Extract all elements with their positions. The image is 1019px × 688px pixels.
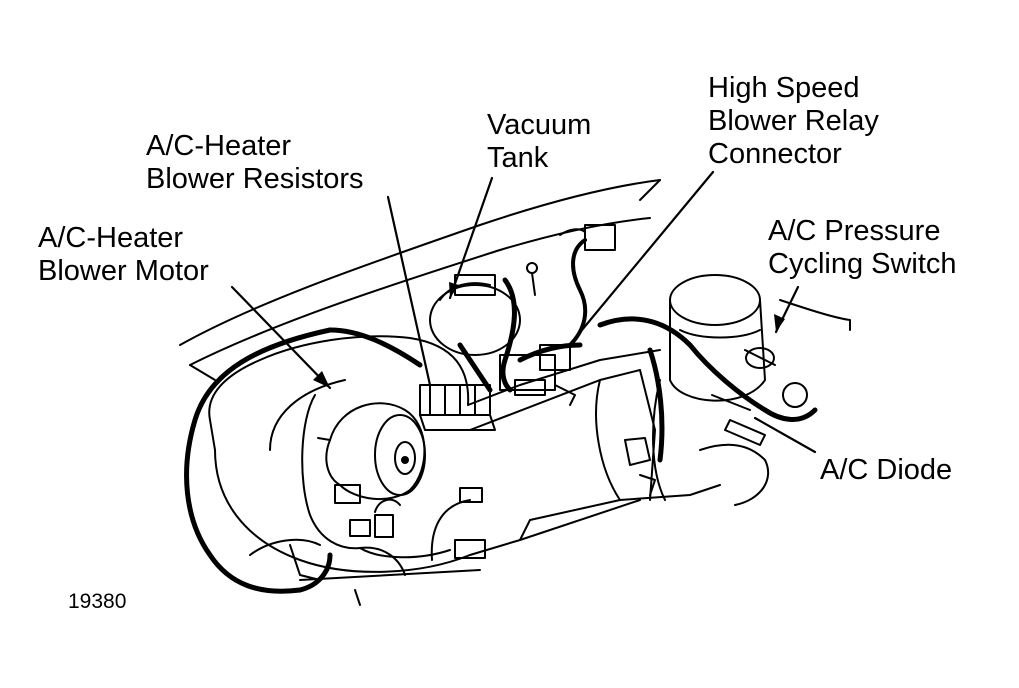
label-blower-resistors-line-1: A/C-Heater [146, 130, 292, 162]
label-blower-motor-line-1: A/C-Heater [38, 222, 184, 254]
wiring-harness-right [597, 316, 818, 463]
evaporator-case [469, 369, 770, 506]
label-blower-motor-line-2: Blower Motor [38, 255, 209, 287]
relay-connector-cluster [499, 224, 616, 406]
label-relay-connector: High Speed Blower Relay Connector [708, 72, 879, 171]
label-blower-resistors-line-2: Blower Resistors [146, 163, 364, 195]
label-pressure-switch: A/C Pressure Cycling Switch [768, 215, 957, 281]
label-vacuum-tank: Vacuum Tank [487, 109, 591, 175]
ac-diode [711, 394, 766, 446]
label-relay-connector-line-1: High Speed [708, 72, 860, 104]
leader-vacuum-tank [448, 176, 494, 300]
label-relay-connector-line-3: Connector [708, 138, 842, 170]
wiring-harness-middle [457, 277, 583, 393]
figure-number: 19380 [68, 590, 127, 613]
label-diode: A/C Diode [820, 454, 953, 486]
leader-arrowheads [313, 282, 785, 388]
leader-diode [753, 416, 817, 454]
label-relay-connector-line-2: Blower Relay [708, 105, 879, 137]
label-vacuum-tank-line-2: Tank [487, 142, 549, 174]
label-vacuum-tank-line-1: Vacuum [487, 109, 592, 141]
accumulator [669, 274, 766, 402]
blower-housing [208, 335, 661, 581]
cowl-panel [179, 179, 851, 381]
blower-motor [317, 402, 426, 501]
blower-resistor-block [419, 384, 496, 431]
pressure-switch [744, 347, 808, 408]
wiring-harness-left [184, 327, 423, 594]
label-pressure-switch-line-1: A/C Pressure [768, 215, 941, 247]
leader-blower-resistors [386, 195, 432, 387]
bottom-connectors [289, 484, 486, 606]
leader-lines [230, 170, 817, 454]
label-blower-motor: A/C-Heater Blower Motor [38, 222, 209, 288]
leader-relay-connector [570, 170, 715, 344]
label-blower-resistors: A/C-Heater Blower Resistors [146, 130, 364, 196]
label-pressure-switch-line-2: Cycling Switch [768, 248, 957, 280]
leader-blower-motor [230, 285, 332, 390]
wiring-harness-left-inner [249, 394, 406, 576]
